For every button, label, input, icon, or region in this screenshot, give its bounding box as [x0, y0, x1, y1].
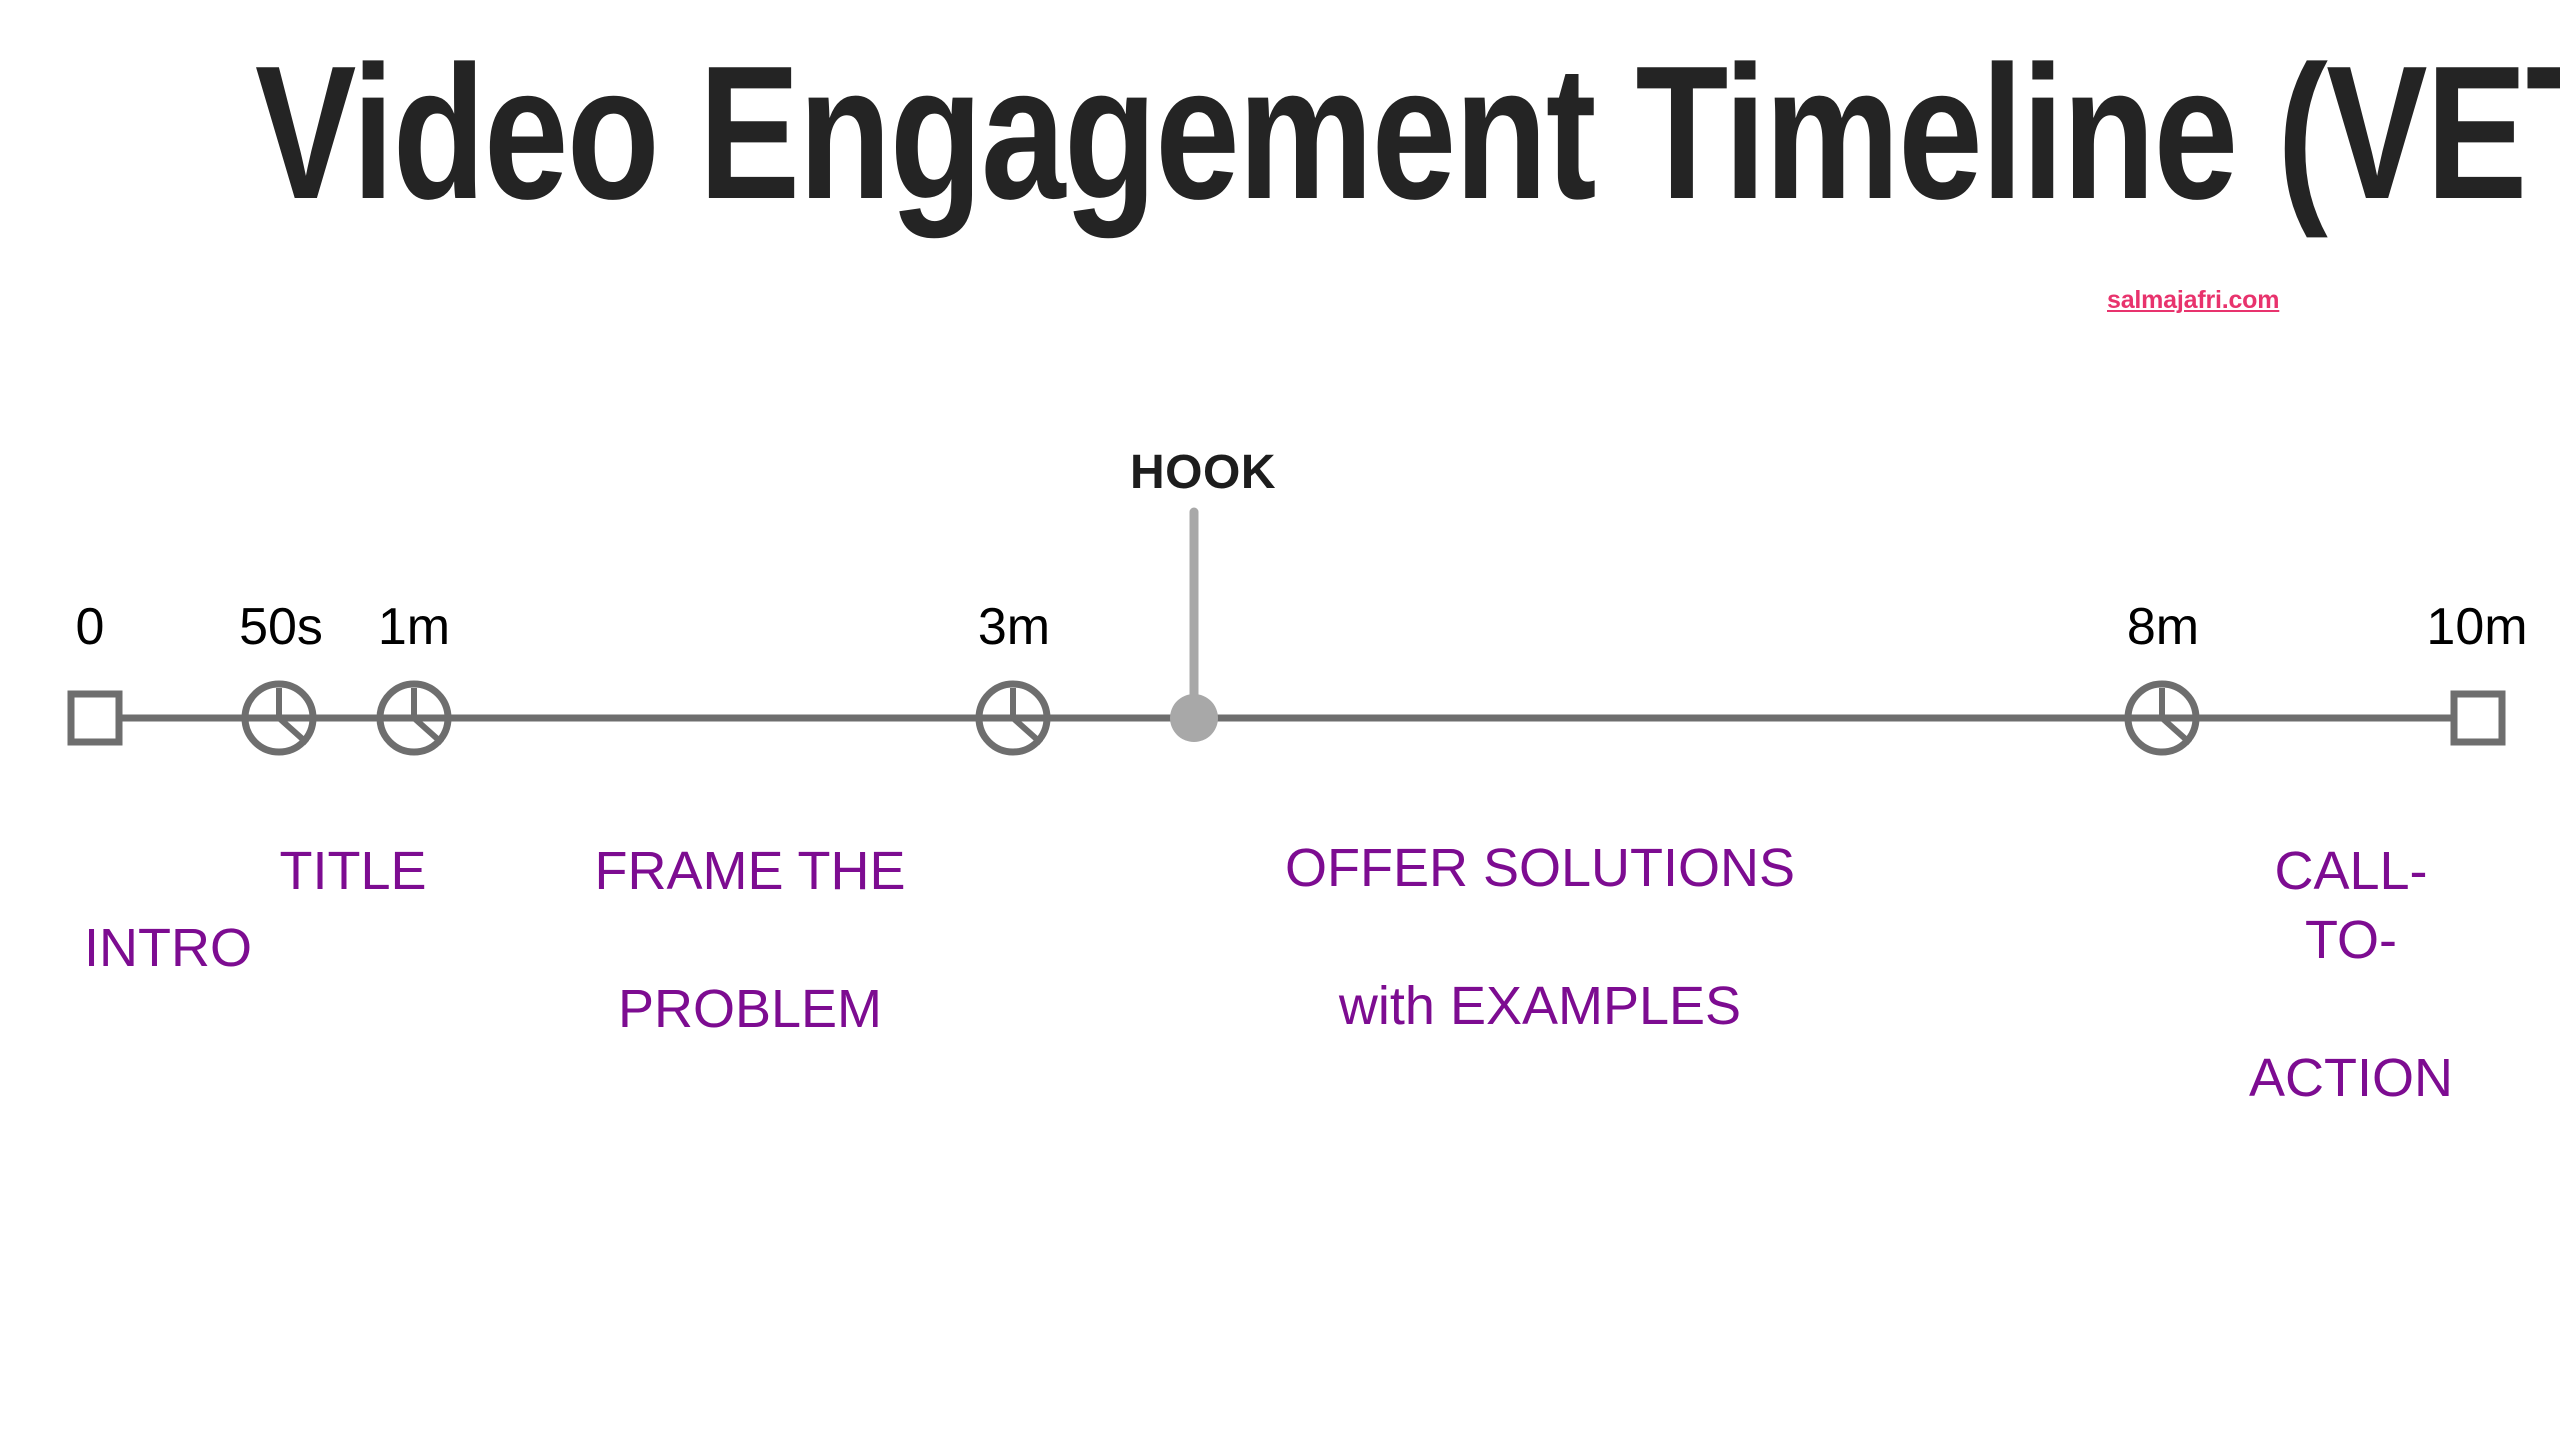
hook-dot: [1170, 694, 1218, 742]
phase-label-title: TITLE: [279, 768, 426, 975]
tick-label-10m: 10m: [2426, 598, 2528, 656]
watermark-link[interactable]: salmajafri.com: [2107, 286, 2280, 314]
marker-square-start[interactable]: [67, 690, 123, 746]
marker-square-end[interactable]: [2450, 690, 2506, 746]
tick-label-1m: 1m: [377, 598, 451, 656]
phase-title-line1: TITLE: [279, 841, 427, 902]
phase-frame-line1: FRAME THE: [594, 841, 906, 902]
phase-frame-line2: PROBLEM: [617, 979, 883, 1040]
hook-label: HOOK: [1130, 446, 1276, 499]
marker-clock-3m[interactable]: [975, 680, 1051, 756]
page-title: Video Engagement Timeline (VET): [255, 27, 2560, 239]
phase-cta-line1: CALL-TO-: [2274, 841, 2428, 971]
phase-offer-line1: OFFER SOLUTIONS: [1284, 838, 1796, 899]
phase-offer-line2: with EXAMPLES: [1338, 976, 1742, 1037]
phase-label-intro: INTRO: [84, 845, 252, 1052]
tick-label-8m: 8m: [2126, 598, 2200, 656]
tick-label-3m: 3m: [977, 598, 1051, 656]
tick-label-50s: 50s: [239, 598, 323, 656]
marker-clock-1m[interactable]: [376, 680, 452, 756]
phase-label-call-to-action: CALL-TO- ACTION: [2247, 768, 2456, 1183]
marker-clock-8m[interactable]: [2124, 680, 2200, 756]
phase-label-offer-solutions: OFFER SOLUTIONS with EXAMPLES: [1285, 765, 1795, 1111]
phase-cta-line2: ACTION: [2248, 1048, 2453, 1109]
phase-intro-line1: INTRO: [84, 918, 252, 979]
marker-hook[interactable]: [1170, 507, 1218, 742]
phase-label-frame-the-problem: FRAME THE PROBLEM: [594, 768, 905, 1114]
tick-label-0: 0: [75, 598, 105, 656]
marker-clock-50s[interactable]: [241, 680, 317, 756]
